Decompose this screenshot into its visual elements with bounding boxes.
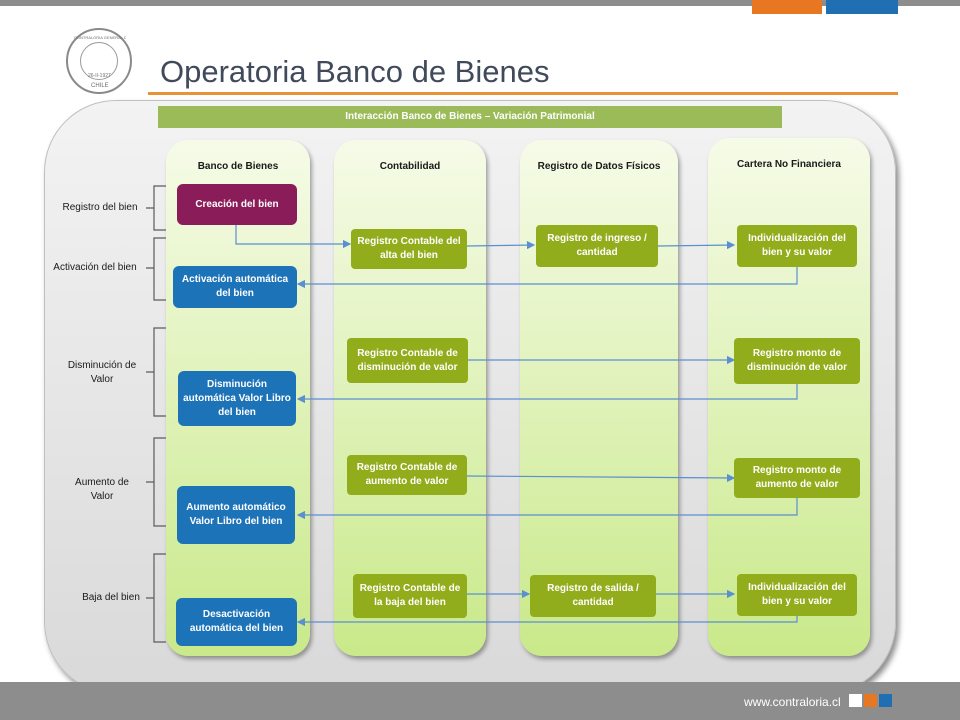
top-bar xyxy=(0,0,960,6)
footer-square-orange xyxy=(864,694,877,707)
row-label-disminucion-de-valor: Disminución de Valor xyxy=(67,360,137,385)
column-contabilidad: Contabilidad xyxy=(334,140,486,656)
box-registro-contable-alta: Registro Contable del alta del bien xyxy=(351,229,467,269)
seal-date-text: 26-II-1927 xyxy=(88,73,111,79)
column-title: Contabilidad xyxy=(379,161,441,172)
box-registro-monto-disminucion: Registro monto de disminución de valor xyxy=(734,338,860,384)
row-label-activacion-del-bien: Activación del bien xyxy=(53,262,137,273)
column-cartera-no-financiera: Cartera No Financiera xyxy=(708,138,870,656)
row-label-baja-del-bien: Baja del bien xyxy=(82,592,140,603)
footer-bar xyxy=(0,682,960,720)
top-accent-blue xyxy=(826,0,898,14)
box-activacion-automatica: Activación automática del bien xyxy=(173,266,297,308)
box-registro-contable-aumento: Registro Contable de aumento de valor xyxy=(347,455,467,495)
footer-square-white xyxy=(849,694,862,707)
footer-url: www.contraloria.cl xyxy=(744,695,841,709)
page-title: Operatoria Banco de Bienes xyxy=(160,54,550,89)
row-label-registro-del-bien: Registro del bien xyxy=(62,202,138,213)
contraloria-seal-logo: CONTRALORIA GENERAL DE LA REPUBLICA 26-I… xyxy=(66,28,132,94)
box-registro-de-salida: Registro de salida / cantidad xyxy=(530,575,656,617)
footer-square-blue xyxy=(879,694,892,707)
row-brackets xyxy=(146,185,166,643)
box-desactivacion-automatica: Desactivación automática del bien xyxy=(176,598,297,646)
box-individualizacion-1: Individualización del bien y su valor xyxy=(737,225,857,267)
flow-arrows xyxy=(235,224,798,627)
seal-top-text: CONTRALORIA GENERAL DE LA REPUBLICA xyxy=(74,35,126,40)
title-underline xyxy=(148,92,898,95)
row-label-aumento-de-valor: Aumento de Valor xyxy=(75,477,129,502)
column-title: Cartera No Financiera xyxy=(737,159,841,170)
box-individualizacion-2: Individualización del bien y su valor xyxy=(737,574,857,616)
top-accent-orange xyxy=(752,0,822,14)
column-title: Banco de Bienes xyxy=(197,161,279,172)
box-registro-monto-aumento: Registro monto de aumento de valor xyxy=(734,458,860,498)
column-title: Registro de Datos Físicos xyxy=(537,161,661,172)
seal-inner-ring xyxy=(80,42,118,80)
diagram-banner: Interacción Banco de Bienes – Variación … xyxy=(158,106,782,128)
box-registro-de-ingreso: Registro de ingreso / cantidad xyxy=(536,225,658,267)
box-creacion-del-bien: Creación del bien xyxy=(177,184,297,225)
box-registro-contable-baja: Registro Contable de la baja del bien xyxy=(353,574,467,618)
seal-bottom-text: CHILE xyxy=(91,83,109,89)
box-disminucion-automatica: Disminución automática Valor Libro del b… xyxy=(178,371,296,426)
box-registro-contable-disminucion: Registro Contable de disminución de valo… xyxy=(347,338,468,383)
box-aumento-automatico: Aumento automático Valor Libro del bien xyxy=(177,486,295,544)
